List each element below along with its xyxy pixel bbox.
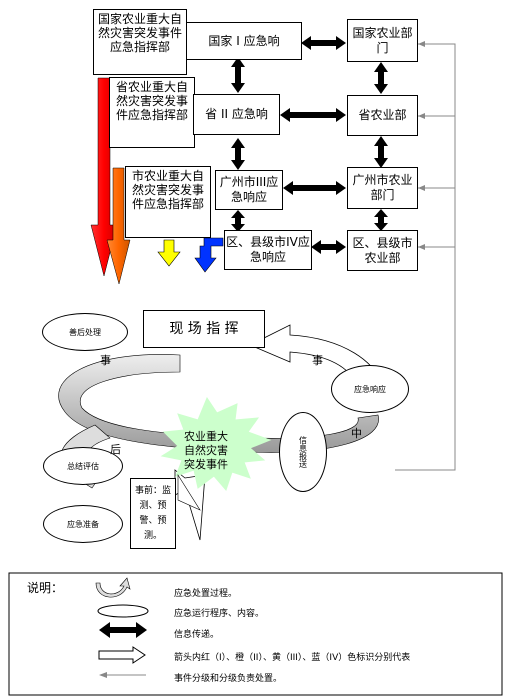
yellow-arrow bbox=[157, 239, 181, 267]
city-command-label: 市农业重大自然灾害突发事件应急指挥部 bbox=[131, 169, 204, 211]
summary-ellipse: 总结评估 bbox=[43, 447, 123, 485]
national-dept-label: 国家农业部门 bbox=[352, 25, 413, 55]
district-dept-label: 区、县级市农业部 bbox=[352, 235, 413, 265]
info-report-label: 信息报送 bbox=[298, 436, 308, 468]
provincial-response-label: 省 II 应急响 bbox=[205, 107, 268, 121]
event-label: 农业重大自然灾害突发事件 bbox=[180, 430, 232, 472]
legend-frame bbox=[8, 572, 503, 696]
legend-item-3: 信息传递。 bbox=[174, 630, 220, 640]
info-arrow-h3 bbox=[283, 181, 346, 195]
legend-cycle-icon bbox=[95, 577, 131, 598]
prepare-ellipse: 应急准备 bbox=[43, 505, 123, 543]
legend-hollow-arrow-icon bbox=[98, 646, 146, 664]
pre-event-box: 事前：监测、预警、预测。 bbox=[130, 478, 176, 549]
event-burst bbox=[160, 396, 272, 491]
district-response-box: 区、县级市IV应急响应 bbox=[224, 230, 312, 270]
legend-item-4: 箭头内红（I）、橙（II）、黄（III）、蓝（IV）色标识分别代表 bbox=[174, 653, 411, 663]
legend-item-5: 事件分级和分级负责处置。 bbox=[174, 674, 283, 684]
national-response-box: 国家 I 应急响 bbox=[186, 22, 302, 60]
city-command-box: 市农业重大自然灾害突发事件应急指挥部 bbox=[125, 166, 211, 238]
provincial-dept-box: 省农业部 bbox=[347, 95, 418, 136]
legend-item-2: 应急运行程序、内容。 bbox=[174, 609, 265, 619]
info-arrow-v3 bbox=[231, 210, 245, 232]
onsite-command-box: 现 场 指 挥 bbox=[143, 310, 265, 348]
city-response-box: 广州市III应急响应 bbox=[215, 170, 283, 210]
district-response-label: 区、县级市IV应急响应 bbox=[226, 235, 310, 264]
national-command-box: 国家农业重大自然灾害突发事件应急指挥部 bbox=[93, 9, 187, 75]
city-dept-label: 广州市农业部门 bbox=[352, 173, 413, 202]
event-text: 农业重大自然灾害突发事件 bbox=[184, 430, 228, 471]
info-report-ellipse: 信息报送 bbox=[279, 412, 327, 492]
during-char-2: 中 bbox=[351, 427, 362, 440]
info-arrow-h2 bbox=[280, 108, 346, 122]
info-arrow-h1 bbox=[301, 36, 346, 50]
during-char-1: 事 bbox=[312, 354, 323, 367]
aftermath-ellipse: 善后处理 bbox=[42, 313, 128, 351]
summary-label: 总结评估 bbox=[67, 461, 99, 471]
provincial-command-label: 省农业重大自然灾害突发事件应急指挥部 bbox=[115, 80, 188, 122]
info-arrow-h4 bbox=[311, 240, 346, 254]
response-label: 应急响应 bbox=[354, 384, 386, 394]
info-arrow-v6 bbox=[374, 209, 388, 231]
after-char-1: 事 bbox=[100, 354, 111, 367]
legend-thin-arrow-icon bbox=[99, 672, 146, 678]
provincial-dept-label: 省农业部 bbox=[358, 108, 407, 122]
national-response-label: 国家 I 应急响 bbox=[208, 33, 280, 48]
onsite-command-label: 现 场 指 挥 bbox=[169, 320, 239, 337]
after-char-2: 后 bbox=[110, 443, 121, 456]
city-dept-box: 广州市农业部门 bbox=[347, 167, 418, 209]
orange-arrow bbox=[106, 167, 131, 285]
national-command-label: 国家农业重大自然灾害突发事件应急指挥部 bbox=[98, 12, 183, 54]
district-dept-box: 区、县级市农业部 bbox=[347, 230, 418, 271]
legend-item-1: 应急处置过程。 bbox=[174, 589, 238, 599]
aftermath-label: 善后处理 bbox=[69, 327, 101, 337]
national-dept-box: 国家农业部门 bbox=[347, 19, 418, 62]
response-ellipse: 应急响应 bbox=[331, 365, 409, 413]
info-arrow-v2 bbox=[231, 138, 245, 170]
info-arrow-v4 bbox=[374, 62, 388, 94]
provincial-response-box: 省 II 应急响 bbox=[193, 94, 280, 135]
provincial-command-box: 省农业重大自然灾害突发事件应急指挥部 bbox=[109, 77, 195, 148]
blue-arrow bbox=[194, 237, 224, 273]
info-arrow-v1 bbox=[231, 57, 245, 93]
legend-title: 说明： bbox=[27, 581, 64, 595]
pre-event-label: 事前：监测、预警、预测。 bbox=[134, 485, 171, 541]
prepare-label: 应急准备 bbox=[67, 519, 99, 529]
legend-ellipse-icon bbox=[97, 604, 149, 618]
city-response-label: 广州市III应急响应 bbox=[219, 175, 279, 204]
info-arrow-v5 bbox=[374, 136, 388, 168]
legend-info-arrow-icon bbox=[99, 622, 147, 638]
